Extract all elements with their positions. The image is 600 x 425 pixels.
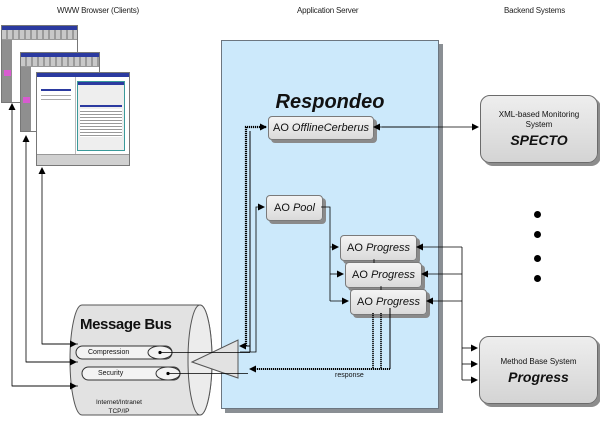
header-backend-systems: Backend Systems [504,6,566,15]
ellipsis-dot [534,255,541,262]
compression-label: Compression [88,349,130,356]
method-base-line1: Method Base System [500,357,577,366]
ao-prefix: AO [273,122,289,134]
browser-window-3 [36,72,130,166]
bus-to-offline [244,123,267,346]
message-bus-title: Message Bus [80,316,172,333]
ao-name: Progress [365,242,410,254]
ellipsis-dot [534,211,541,218]
header-application-server: Application Server [297,6,359,15]
network-line-1: Internet/Intranet [96,399,142,406]
response-label: response [335,372,364,379]
client-link-2 [22,135,78,363]
backend-specto: XML-based Monitoring System SPECTO [480,95,598,163]
ellipsis-dot [534,275,541,282]
ao-prefix: AO [357,296,373,308]
ellipsis-dot [534,231,541,238]
ao-offline-cerberus: AO OfflineCerberus [268,116,374,140]
ao-pool: AO Pool [266,195,323,221]
security-label: Security [98,370,124,377]
network-line-2: TCP/IP [108,408,130,415]
method-base-name: Progress [508,369,569,385]
ao-progress-2: AO Progress [345,262,422,288]
specto-line2: System [525,120,553,129]
header-clients: WWW Browser (Clients) [57,6,140,15]
client-link-1 [38,167,78,345]
ao-name: Progress [375,296,420,308]
server-title: Respondeo [275,91,385,113]
specto-line1: XML-based Monitoring [498,110,580,119]
ao-prefix: AO [347,242,363,254]
ao-name: OfflineCerberus [291,122,369,134]
specto-name: SPECTO [510,132,568,148]
ao-name: Pool [292,202,315,214]
security-pill [81,366,181,381]
bus-funnel [190,339,239,379]
ao-progress-1: AO Progress [340,235,417,261]
ao-prefix: AO [352,269,368,281]
ao-name: Progress [370,269,415,281]
ao-prefix: AO [274,202,290,214]
backend-method-base-progress: Method Base System Progress [479,336,598,404]
bus-to-pool [240,203,265,353]
pool-to-progress-tree [321,206,331,301]
message-bus-footer: Internet/Intranet TCP/IP [96,398,142,416]
